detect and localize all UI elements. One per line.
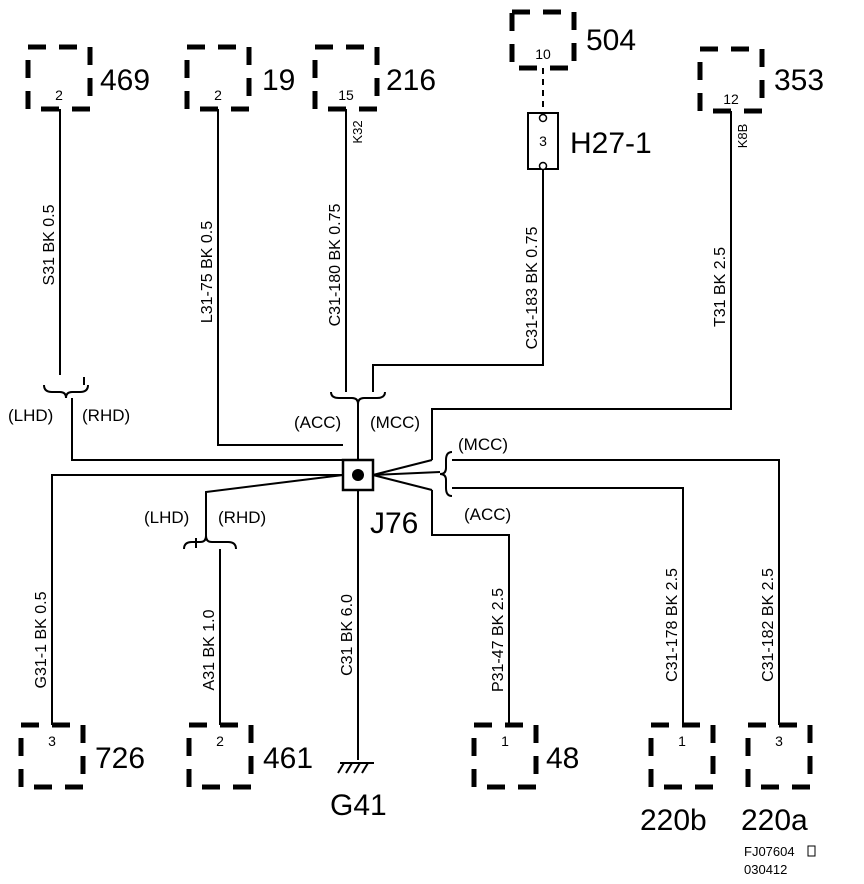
wire-label-c31-180: C31-180 BK 0.75	[327, 204, 344, 327]
wire-label-t31: T31 BK 2.5	[712, 247, 729, 327]
wire-label-c31-182: C31-182 BK 2.5	[760, 568, 777, 682]
connector-19-label: 19	[262, 64, 295, 97]
connector-216: 15 216	[312, 44, 436, 112]
connector-461-pin: 2	[216, 733, 224, 749]
connector-504: 10 504	[509, 9, 636, 71]
connector-469-pin: 2	[55, 87, 63, 103]
connector-220a: 3 220a	[741, 722, 813, 837]
connector-726: 3 726	[18, 722, 145, 790]
connector-220b: 1 220b	[640, 722, 716, 837]
variant-mcc-right: (MCC)	[458, 435, 508, 454]
connector-461-label: 461	[263, 742, 313, 775]
connector-220b-label: 220b	[640, 804, 707, 837]
splice-label: J76	[370, 507, 418, 540]
connector-726-pin: 3	[48, 733, 56, 749]
connector-353-pin: 12	[723, 91, 739, 107]
variant-brace-top-center	[330, 391, 386, 405]
connector-19-pin: 2	[214, 87, 222, 103]
variant-mcc-top: (MCC)	[370, 413, 420, 432]
variant-acc-right: (ACC)	[464, 505, 511, 524]
connector-353-label: 353	[774, 64, 824, 97]
variant-lhd-bottom: (LHD)	[144, 508, 189, 527]
variant-rhd-bottom: (RHD)	[218, 508, 266, 527]
variant-brace-bottom-left	[183, 535, 237, 550]
variant-brace-top-left	[43, 377, 89, 399]
connector-726-label: 726	[95, 742, 145, 775]
wire-label-p31-47: P31-47 BK 2.5	[490, 588, 507, 692]
variant-rhd-top: (RHD)	[82, 406, 130, 425]
inline-connector-h27-1: 3 H27-1	[527, 112, 652, 171]
ground-symbol	[337, 762, 374, 774]
splice-j76	[341, 458, 375, 492]
wire-label-c31-178: C31-178 BK 2.5	[664, 568, 681, 682]
variant-acc-top: (ACC)	[294, 413, 341, 432]
ground-label: G41	[330, 789, 387, 822]
wire-label-l31-75: L31-75 BK 0.5	[199, 221, 216, 323]
connector-48-label: 48	[546, 742, 579, 775]
cavity-label-k32: K32	[350, 120, 365, 143]
figure-date: 030412	[744, 862, 787, 877]
connector-469-label: 469	[100, 64, 150, 97]
variant-brace-right	[439, 451, 453, 497]
connector-469: 2 469	[25, 44, 150, 112]
variant-lhd-top: (LHD)	[8, 406, 53, 425]
connector-216-pin: 15	[338, 87, 354, 103]
inline-connector-pin: 3	[539, 133, 547, 149]
connector-353: 12 353	[697, 46, 824, 114]
connector-48: 1 48	[471, 722, 579, 790]
wire-label-a31: A31 BK 1.0	[201, 609, 218, 690]
connector-48-pin: 1	[501, 733, 509, 749]
cavity-label-k8b: K8B	[735, 124, 750, 149]
connector-19: 2 19	[184, 44, 295, 112]
connector-461: 2 461	[186, 722, 313, 790]
connector-504-pin: 10	[535, 46, 551, 62]
figure-code: FJ07604	[744, 844, 795, 859]
connector-216-label: 216	[386, 64, 436, 97]
wire-label-s31: S31 BK 0.5	[41, 204, 58, 285]
wire-label-g31-1: G31-1 BK 0.5	[33, 591, 50, 688]
connector-220b-pin: 1	[678, 733, 686, 749]
connector-504-label: 504	[586, 24, 636, 57]
connector-220a-label: 220a	[741, 804, 808, 837]
wire-label-c31: C31 BK 6.0	[339, 594, 356, 676]
connector-220a-pin: 3	[775, 733, 783, 749]
wire-label-c31-183: C31-183 BK 0.75	[524, 227, 541, 350]
inline-connector-label: H27-1	[570, 127, 652, 160]
